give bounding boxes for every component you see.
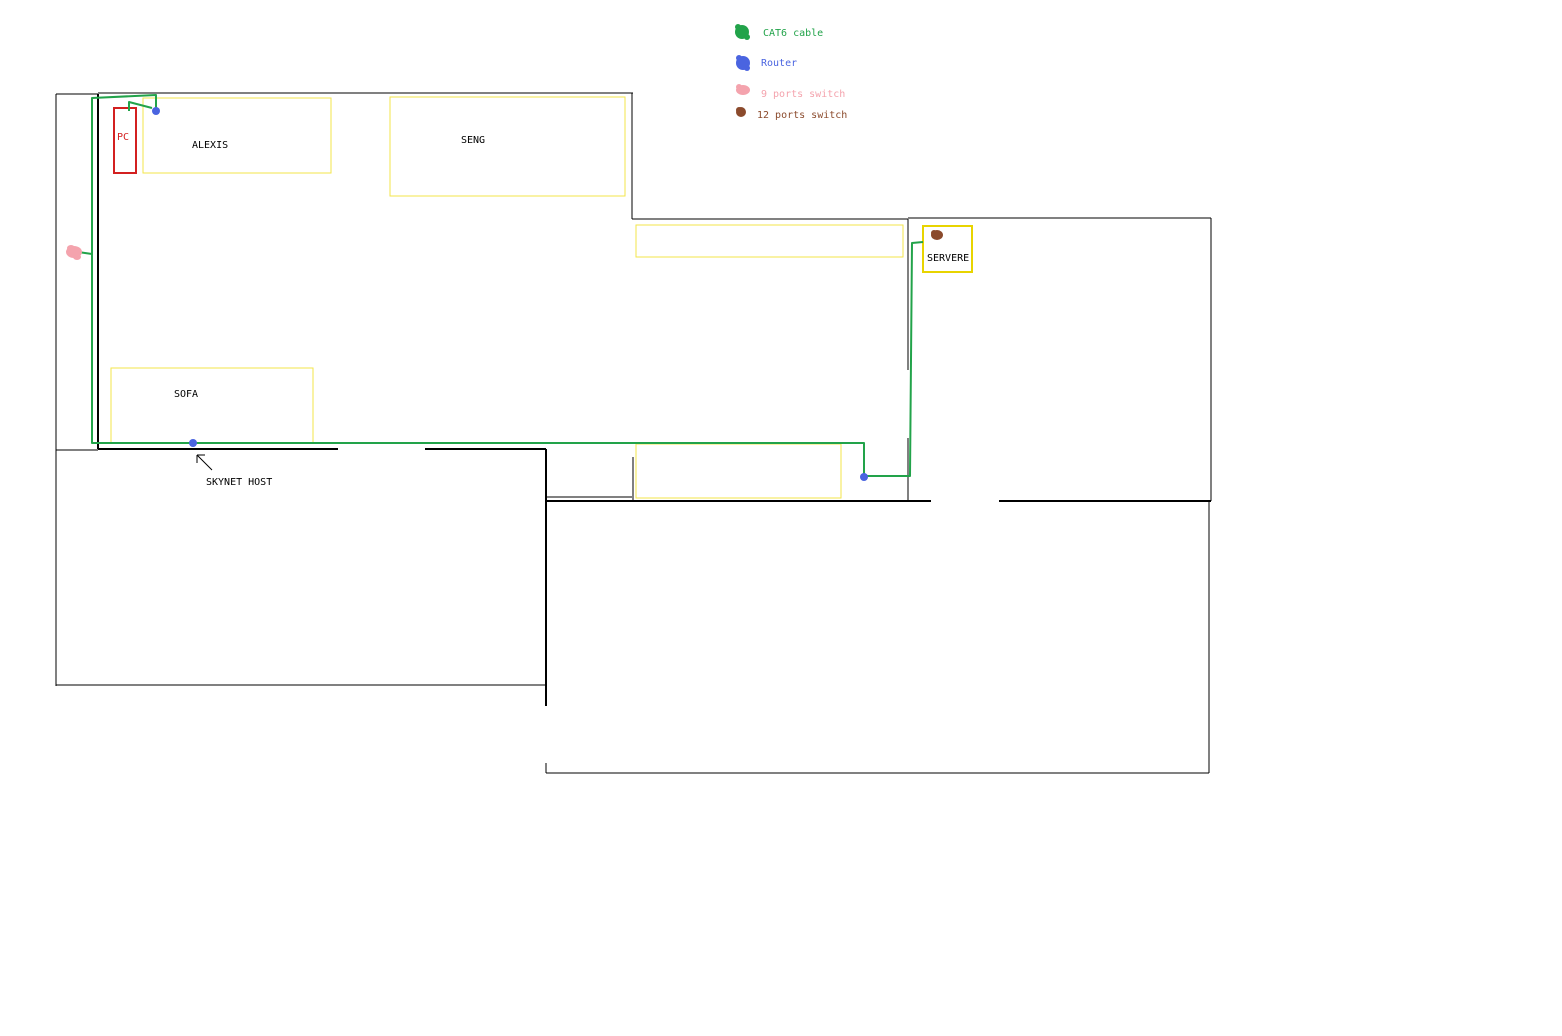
legend-router-label: Router <box>761 58 797 69</box>
switch-12-ports-icon <box>931 230 943 240</box>
legend-router: Router <box>736 55 797 71</box>
legend-switch9-label: 9 ports switch <box>761 89 845 100</box>
pc-box <box>113 107 137 174</box>
switch-9-ports-icon <box>66 245 82 260</box>
cable-pc <box>128 101 153 111</box>
skynet-pointer-arrow <box>196 454 213 471</box>
skynet-host-label: SKYNET HOST <box>206 477 272 488</box>
servere-box <box>922 225 973 273</box>
sofa-label: SOFA <box>174 389 198 400</box>
shelf <box>635 224 904 258</box>
switch9-swatch-icon <box>736 84 750 95</box>
walls <box>55 92 1212 774</box>
devices <box>66 107 943 481</box>
legend: CAT6 cable Router 9 ports switch 12 port… <box>735 24 847 121</box>
legend-switch12-label: 12 ports switch <box>757 110 847 121</box>
pc-label: PC <box>117 132 129 143</box>
router-swatch-icon <box>736 55 750 71</box>
servere-label: SERVERE <box>927 253 969 264</box>
legend-cable: CAT6 cable <box>735 24 823 40</box>
alexis-desk <box>142 97 332 174</box>
tv-bench <box>635 443 842 499</box>
router-hall-icon <box>860 473 868 481</box>
legend-cable-label: CAT6 cable <box>763 28 823 39</box>
alexis-label: ALEXIS <box>192 140 228 151</box>
furniture <box>110 96 904 499</box>
seng-desk <box>389 96 626 197</box>
router-alexis-icon <box>152 107 160 115</box>
switch12-swatch-icon <box>736 107 746 117</box>
legend-switch9: 9 ports switch <box>736 84 845 100</box>
seng-label: SENG <box>461 135 485 146</box>
cable-swatch-icon <box>735 24 750 40</box>
sofa <box>110 367 314 444</box>
router-skynet-icon <box>189 439 197 447</box>
cat6-cable-route <box>77 94 924 477</box>
legend-switch12: 12 ports switch <box>736 107 847 121</box>
cable-main <box>91 94 924 477</box>
